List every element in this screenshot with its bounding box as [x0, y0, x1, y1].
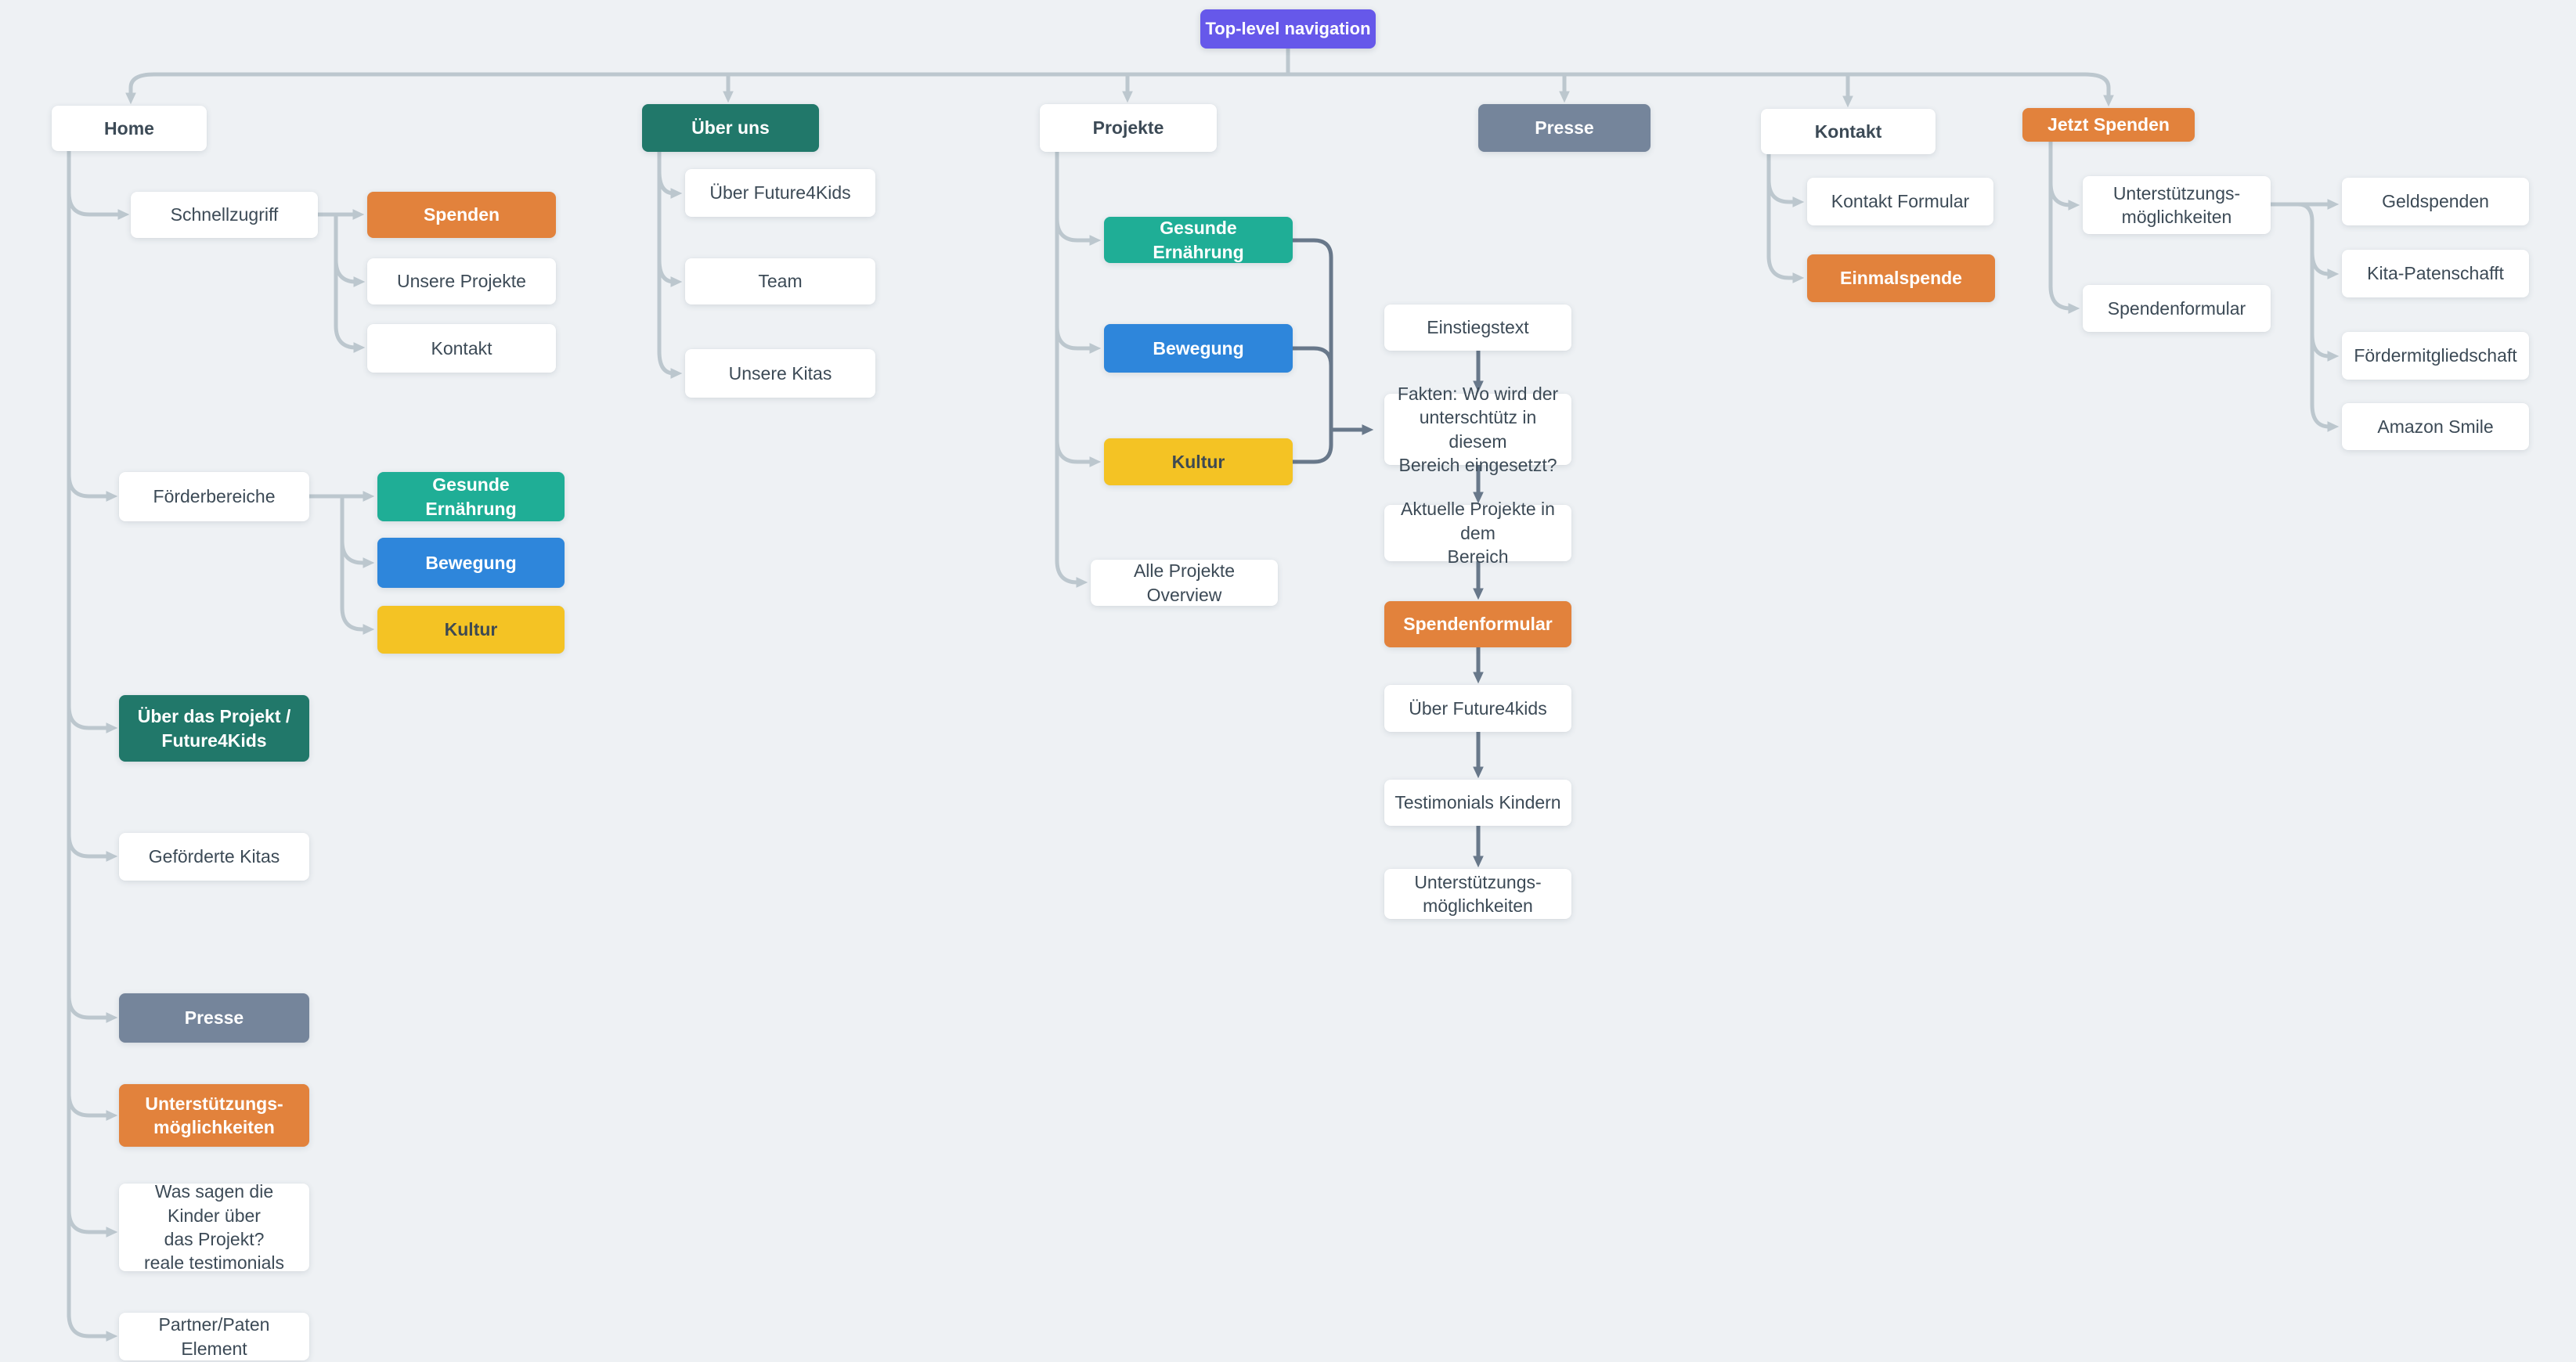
node-einmalspende[interactable]: Einmalspende: [1807, 254, 1995, 302]
connector: [657, 258, 683, 287]
connector: [2310, 332, 2340, 362]
node-kontakt-quick[interactable]: Kontakt: [367, 324, 556, 373]
node-kontakt-top[interactable]: Kontakt: [1761, 109, 1936, 154]
node-unterstuetzung-spenden[interactable]: Unterstützungs- möglichkeiten: [2083, 176, 2271, 234]
connectors-light: [67, 46, 2340, 1342]
node-gesunde-ernaehrung-projekte[interactable]: Gesunde Ernährung: [1104, 217, 1293, 263]
node-bewegung-home[interactable]: Bewegung: [377, 538, 565, 588]
connector: [1055, 216, 1102, 246]
node-ueber-future4kids-flow[interactable]: Über Future4kids: [1384, 685, 1571, 732]
connector: [1055, 438, 1102, 467]
connector: [1055, 558, 1088, 588]
node-unterstuetzung-home[interactable]: Unterstützungs- möglichkeiten: [119, 1084, 309, 1147]
connectors-dark: [1290, 238, 1484, 868]
node-unterstuetzung-flow[interactable]: Unterstützungs- möglichkeiten: [1384, 869, 1571, 919]
node-ueber-uns[interactable]: Über uns: [642, 104, 819, 152]
connector: [2083, 72, 2114, 107]
node-kita-patenschafft[interactable]: Kita-Patenschafft: [2342, 250, 2529, 297]
connector: [1290, 427, 1333, 464]
connector: [1290, 346, 1333, 432]
node-unsere-projekte[interactable]: Unsere Projekte: [367, 258, 556, 304]
node-schnellzugriff[interactable]: Schnellzugriff: [131, 192, 318, 238]
node-fakten[interactable]: Fakten: Wo wird der unterschtütz in dies…: [1384, 384, 1571, 475]
connector: [2310, 250, 2340, 279]
connector: [334, 212, 366, 287]
node-spendenformular-flow[interactable]: Spendenformular: [1384, 601, 1571, 647]
node-unsere-kitas[interactable]: Unsere Kitas: [685, 349, 875, 398]
node-kultur-home[interactable]: Kultur: [377, 606, 565, 654]
connector: [67, 1208, 118, 1238]
connector: [67, 1091, 118, 1121]
node-projekte[interactable]: Projekte: [1040, 104, 1217, 152]
node-home[interactable]: Home: [52, 106, 207, 151]
connector: [657, 169, 683, 199]
connector: [67, 704, 118, 733]
node-jetzt-spenden[interactable]: Jetzt Spenden: [2022, 108, 2195, 142]
connector: [125, 72, 157, 105]
node-geldspenden[interactable]: Geldspenden: [2342, 178, 2529, 225]
connector: [334, 212, 366, 353]
connector: [67, 832, 118, 862]
node-testimonials-kindern[interactable]: Testimonials Kindern: [1384, 780, 1571, 826]
node-amazon-smile[interactable]: Amazon Smile: [2342, 403, 2529, 450]
connector: [1055, 324, 1102, 354]
node-bewegung-projekte[interactable]: Bewegung: [1104, 324, 1293, 373]
connector: [1290, 238, 1333, 432]
node-ueber-das-projekt[interactable]: Über das Projekt / Future4Kids: [119, 695, 309, 762]
connector: [1766, 254, 1805, 283]
node-alle-projekte-overview[interactable]: Alle Projekte Overview: [1091, 560, 1278, 606]
node-top-level-navigation[interactable]: Top-level navigation: [1200, 9, 1376, 49]
connector: [67, 190, 130, 220]
node-spendenformular-spenden[interactable]: Spendenformular: [2083, 285, 2271, 332]
connector: [2310, 402, 2340, 432]
node-einstiegstext[interactable]: Einstiegstext: [1384, 304, 1571, 351]
connector: [657, 349, 683, 379]
node-presse-home[interactable]: Presse: [119, 993, 309, 1043]
connector: [2048, 284, 2080, 314]
connector: [67, 472, 118, 502]
node-aktuelle-projekte[interactable]: Aktuelle Projekte in dem Bereich: [1384, 499, 1571, 567]
connector: [340, 494, 375, 568]
node-gefoerderte-kitas[interactable]: Geförderte Kitas: [119, 833, 309, 881]
node-foerdermitgliedschaft[interactable]: Fördermitgliedschaft: [2342, 332, 2529, 380]
connector: [1766, 178, 1805, 207]
connector: [340, 494, 375, 635]
node-kontakt-formular[interactable]: Kontakt Formular: [1807, 178, 1993, 225]
connector: [2296, 202, 2314, 407]
connector: [67, 993, 118, 1023]
node-spenden[interactable]: Spenden: [367, 192, 556, 238]
node-partner-paten[interactable]: Partner/Paten Element: [119, 1313, 309, 1360]
node-presse-top[interactable]: Presse: [1478, 104, 1651, 152]
node-kultur-projekte[interactable]: Kultur: [1104, 438, 1293, 485]
node-ueber-future4kids[interactable]: Über Future4Kids: [685, 169, 875, 217]
connector: [2048, 181, 2080, 211]
connector: [67, 1312, 118, 1342]
node-team[interactable]: Team: [685, 258, 875, 304]
node-gesunde-ernaehrung-home[interactable]: Gesunde Ernährung: [377, 472, 565, 521]
node-was-sagen-kinder[interactable]: Was sagen die Kinder über das Projekt? r…: [119, 1181, 309, 1273]
node-foerderbereiche[interactable]: Förderbereiche: [119, 472, 309, 521]
